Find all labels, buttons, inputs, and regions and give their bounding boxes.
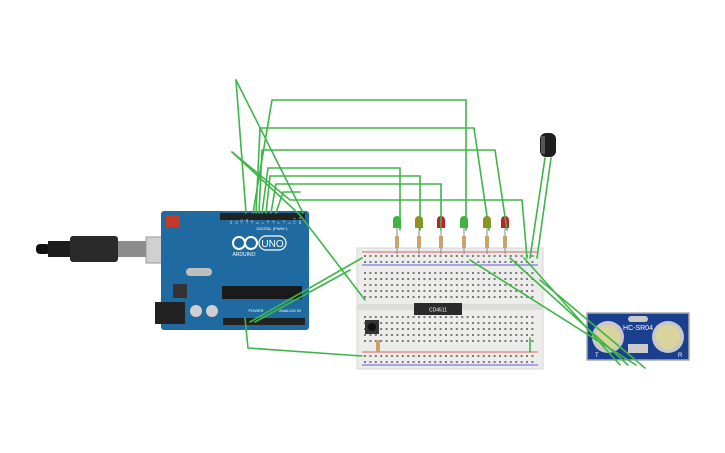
digital-pin-label: RX 0 (298, 217, 302, 224)
push-button[interactable] (365, 320, 379, 334)
sensor-t-label: T (595, 353, 599, 359)
green-led[interactable] (393, 216, 401, 228)
digital-pin-label: ~6 (266, 220, 270, 224)
digital-pin-label: ~3 (282, 220, 286, 224)
analog-in-label: ANALOG IN (279, 308, 301, 313)
digital-pin-label: 2 (287, 222, 291, 224)
digital-pin-label: ~11 (240, 219, 244, 224)
sensor-label: HC-SR04 (623, 325, 653, 332)
digital-pin-label: 8 (256, 222, 260, 224)
digital-pin-label: 13 (229, 220, 233, 224)
digital-pin-label: 7 (261, 222, 265, 224)
arduino-brand-label: ARDUINO (232, 252, 255, 258)
digital-pwm-label: DIGITAL (PWM~) (257, 226, 289, 231)
chip-label: CD4511 (429, 308, 447, 314)
usb-cable[interactable] (36, 236, 183, 264)
electrolytic-capacitor[interactable] (540, 133, 556, 157)
hc-sr04-sensor[interactable]: HC-SR04 T R (586, 312, 690, 361)
led-resistor (485, 236, 489, 248)
cd4511-chip[interactable]: CD4511 (414, 303, 462, 315)
led-resistor (462, 236, 466, 248)
power-analog-header (223, 318, 305, 325)
digital-pin-label: 12 (234, 220, 238, 224)
arduino-logo (232, 236, 258, 250)
led-resistor (395, 236, 399, 248)
yellow-led[interactable] (415, 216, 423, 228)
digital-header (220, 213, 305, 220)
sensor-r-label: R (678, 353, 683, 359)
atmega-chip (222, 286, 302, 299)
uno-model-label: UNO (261, 239, 283, 250)
led-resistor (503, 236, 507, 248)
arduino-uno-board[interactable]: UNO ARDUINO DIGITAL (PWM~) POWER ANALOG … (155, 211, 309, 330)
power-label: POWER (248, 308, 263, 313)
led-resistor (417, 236, 421, 248)
led-resistor (439, 236, 443, 248)
digital-pin-label: ~10 (245, 219, 249, 224)
digital-pin-label: ~5 (271, 220, 275, 224)
reset-button[interactable] (166, 215, 180, 227)
button-resistor (376, 340, 380, 352)
digital-pin-label: ~9 (250, 220, 254, 224)
wires[interactable] (231, 79, 646, 369)
breadboard-holes (364, 255, 534, 363)
led-array[interactable] (393, 216, 509, 254)
digital-pin-label: 4 (277, 222, 281, 224)
digital-pin-label: TX 1 (293, 217, 297, 224)
